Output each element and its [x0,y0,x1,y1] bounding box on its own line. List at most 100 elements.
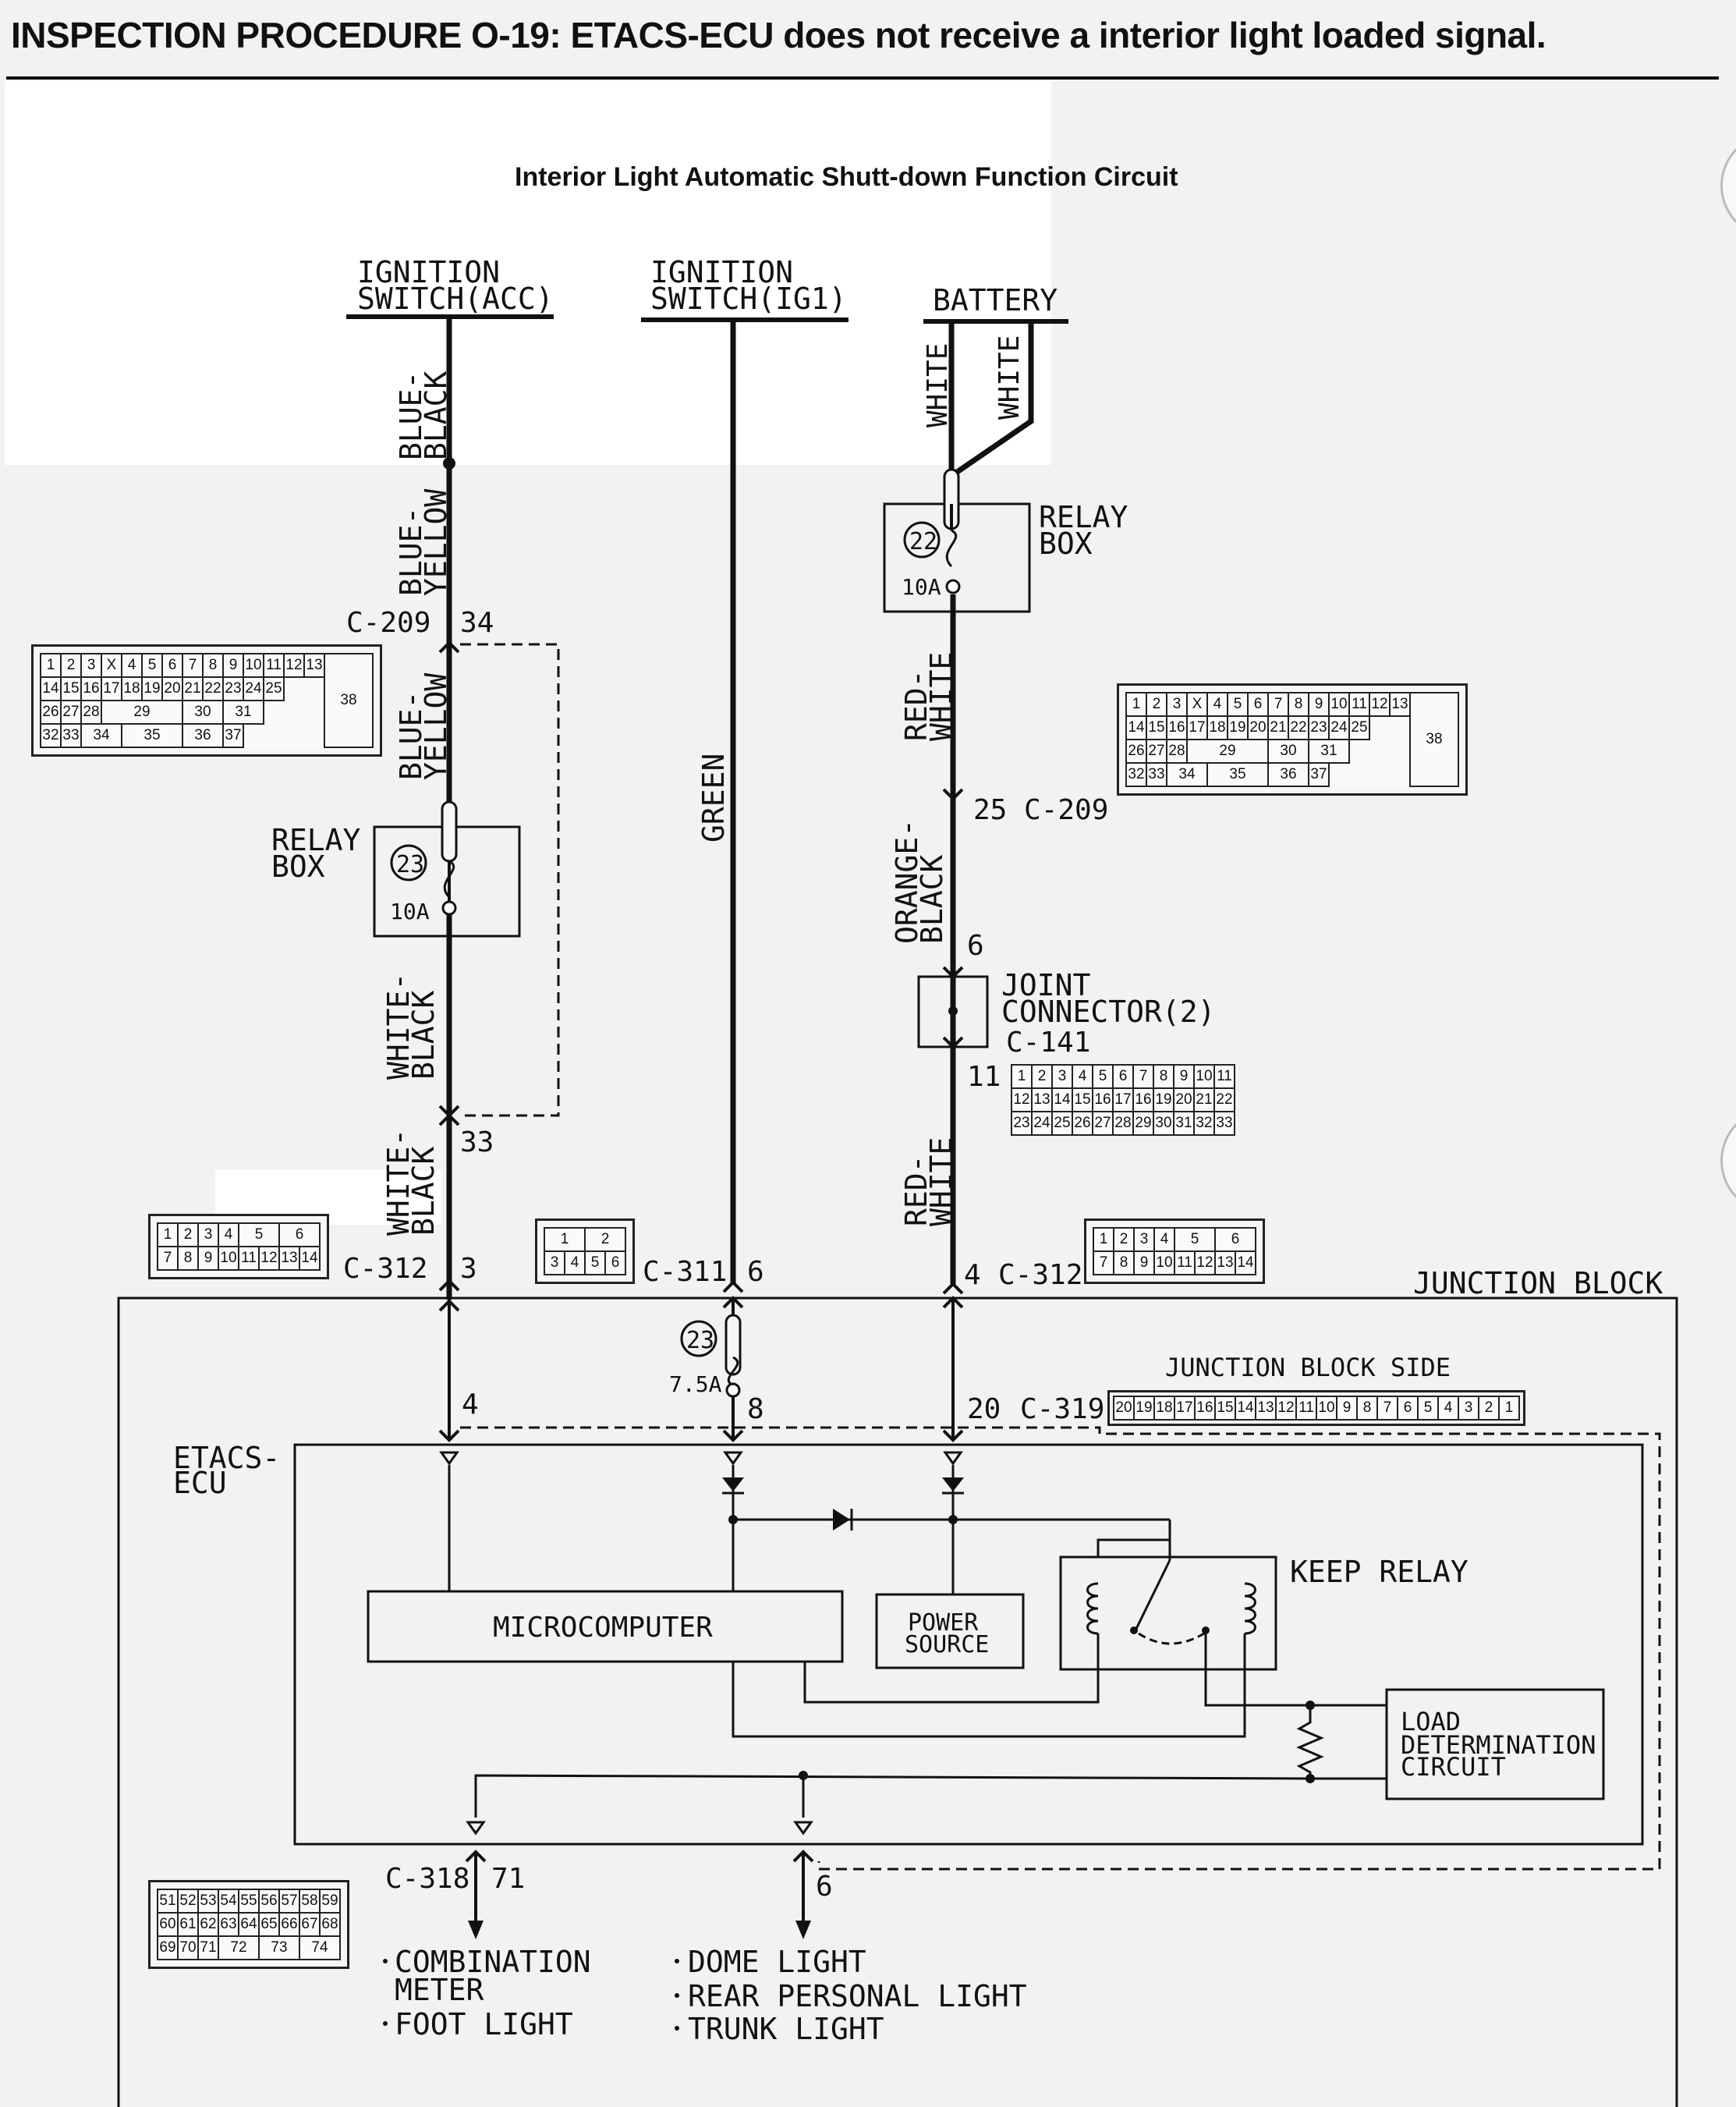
connector-pin: 3 [80,653,102,678]
connector-pin: 20 [1173,1087,1195,1112]
connector-pin: 25 [1348,715,1370,740]
connector-pin: 14 [1051,1087,1073,1112]
connector-pin: 2 [1478,1396,1500,1421]
svg-text:RELAY: RELAY [271,823,361,857]
connector-pin: 13 [278,1246,300,1271]
connector-pin: 59 [319,1889,341,1914]
connector-pin: 26 [1072,1111,1093,1136]
connector-pin: 1 [40,653,62,678]
connector-pin: 19 [1133,1396,1155,1421]
svg-text:REAR PERSONAL LIGHT: REAR PERSONAL LIGHT [688,1979,1027,2013]
connector-pin: 32 [1125,762,1147,787]
connector-pin: 38 [324,653,374,748]
connector-pin: 13 [1255,1396,1277,1421]
svg-text:BLUE-: BLUE- [394,507,428,596]
diagram-title: Interior Light Automatic Shutt-down Func… [515,162,1178,192]
connector-pin: 28 [1166,739,1188,764]
connector-pin: 8 [202,653,224,678]
svg-text:COMBINATION: COMBINATION [395,1945,591,1979]
connector-pin: 21 [182,676,204,701]
connector-pin: 20 [1113,1396,1135,1421]
connector-pin: 9 [1308,692,1330,717]
svg-text:RED-: RED- [899,1155,934,1226]
svg-text:71: 71 [491,1863,525,1895]
svg-text:WHITE: WHITE [924,1137,958,1226]
connector-pin: 10 [243,653,264,678]
connector-pin: 8 [177,1246,199,1271]
connector-pin: 28 [1112,1111,1134,1136]
connector-pin: 12 [1275,1396,1297,1421]
connector-pin: 26 [1125,739,1147,764]
connector-pin: 70 [177,1935,199,1960]
connector-pin: 58 [299,1889,321,1914]
connector-pin: 10 [1328,692,1350,717]
connector-pin: 5 [1417,1396,1439,1421]
svg-text:JUNCTION BLOCK: JUNCTION BLOCK [1413,1266,1663,1300]
connector-pin: 3 [1051,1064,1073,1089]
connector-pin: 22 [202,676,224,701]
connector-pin: 12 [1194,1250,1216,1275]
procedure-title: INSPECTION PROCEDURE O-19: ETACS-ECU doe… [11,15,1546,55]
connector-pin: 65 [258,1912,280,1937]
connector-pin: 10 [218,1246,239,1271]
connector-pin: 2 [1146,692,1167,717]
connector-pin: 28 [80,700,102,725]
svg-text:KEEP RELAY: KEEP RELAY [1290,1555,1469,1589]
connector-pin: 71 [197,1935,219,1960]
svg-text:BOX: BOX [271,850,325,884]
svg-text:ORANGE-: ORANGE- [890,819,924,944]
source-battery: BATTERY [923,283,1068,324]
svg-text:SOURCE: SOURCE [905,1631,989,1658]
connector-pin: 6 [161,653,183,678]
connector-pin: 2 [584,1227,626,1252]
svg-text:C-312: C-312 [343,1253,427,1285]
connector-pin: 3 [544,1250,565,1275]
connector-pin: 15 [1146,715,1167,740]
connector-pin: 7 [1132,1064,1154,1089]
connector-pin: 31 [1173,1111,1195,1136]
connector-pin: 13 [1214,1250,1236,1275]
svg-text:10A: 10A [390,899,430,924]
connector-pin: 12 [258,1246,280,1271]
connector-pin: 4 [121,653,143,678]
svg-text:25 C-209: 25 C-209 [973,794,1108,826]
connector-pin: 4 [1072,1064,1093,1089]
connector-pin: 37 [1308,762,1330,787]
svg-text:6: 6 [747,1256,764,1288]
connector-pin: 11 [263,653,285,678]
connector-pin: 18 [1206,715,1228,740]
connector-pin: 26 [40,700,62,725]
svg-text:RELAY: RELAY [1039,500,1128,534]
connector-pin: 37 [222,723,244,748]
connector-pin: 11 [1213,1064,1235,1089]
connector-pin: 16 [1132,1087,1154,1112]
title-underline [6,76,1719,80]
connector-pin: 69 [157,1935,179,1960]
connector-pin: 2 [60,653,82,678]
connector-pin: 64 [238,1912,260,1937]
connector-pin: 35 [1206,762,1269,787]
svg-text:7.5A: 7.5A [669,1371,722,1397]
connector-pin: 7 [1376,1396,1398,1421]
connector-pin: 19 [1227,715,1249,740]
circuit-acc: BLUE- BLACK BLUE- YELLOW C-209 34 BLUE- … [271,317,560,1300]
connector-pin: 63 [218,1912,239,1937]
connector-pin: 12 [283,653,305,678]
page-background-patch [5,81,1051,465]
connector-pin: 72 [218,1935,260,1960]
svg-text:WHITE: WHITE [922,343,954,427]
connector-pin: 9 [197,1246,219,1271]
svg-text:20: 20 [967,1393,1001,1425]
connector-pin: 15 [60,676,82,701]
svg-text:10A: 10A [902,574,941,600]
connector-pin: 17 [101,676,122,701]
connector-pin: 9 [1173,1064,1195,1089]
connector-pin: X [1186,692,1208,717]
connector-pin: 21 [1193,1087,1215,1112]
svg-text:LOAD: LOAD [1401,1707,1461,1736]
connector-pin: 13 [1389,692,1411,717]
